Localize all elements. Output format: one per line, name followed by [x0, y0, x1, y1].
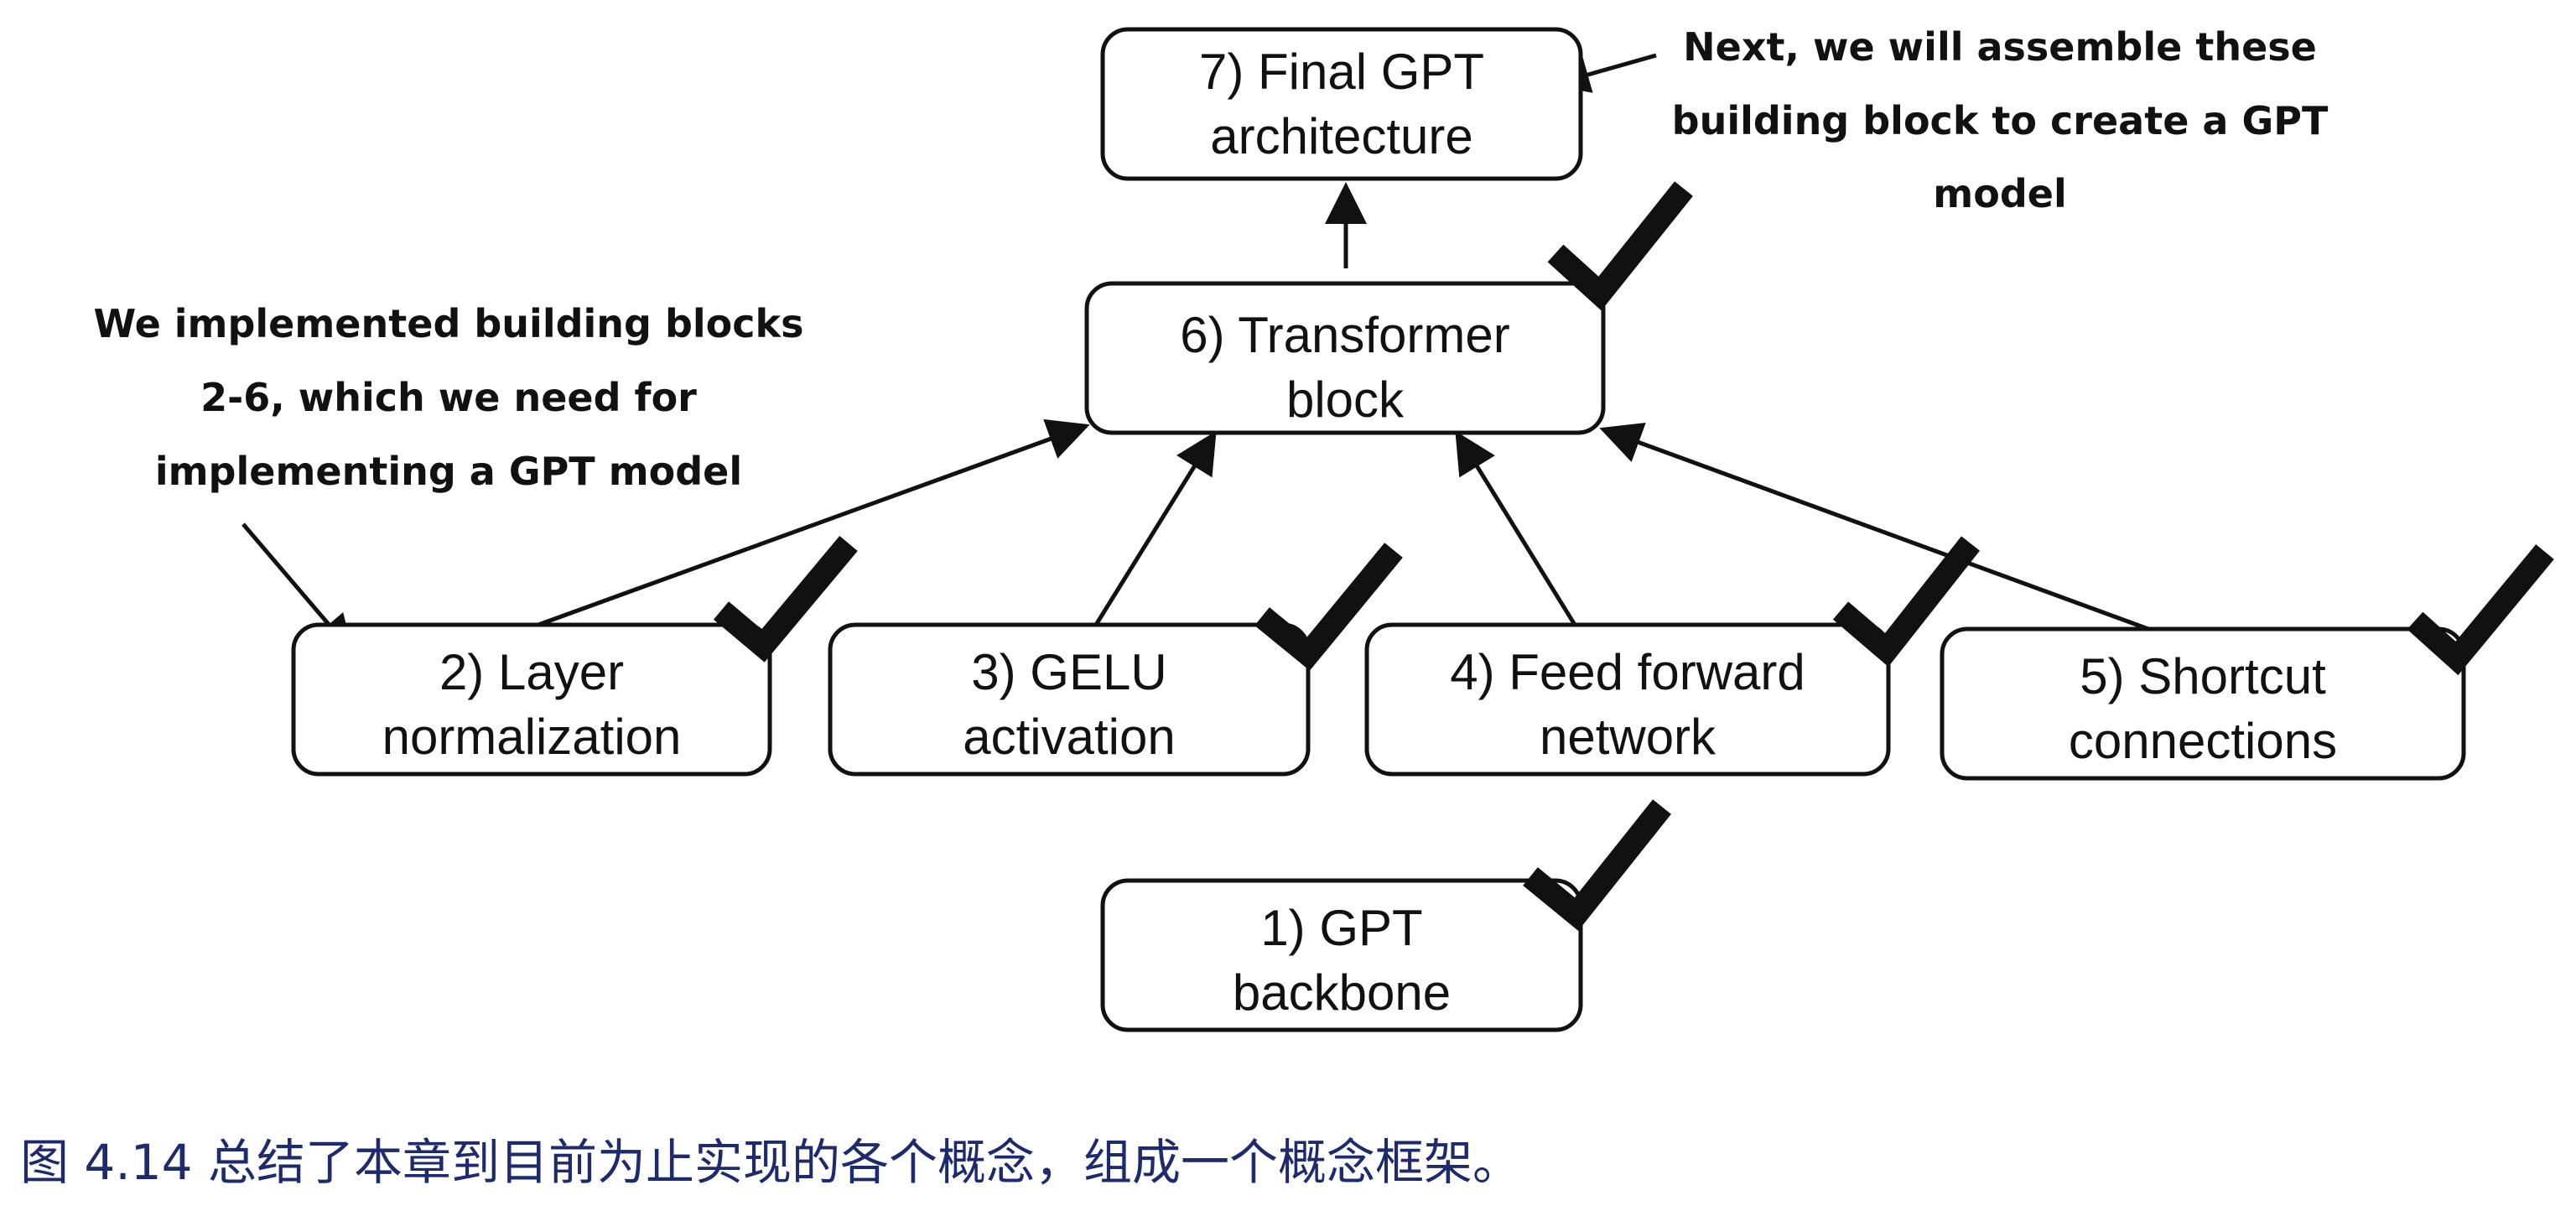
note-right-line2: building block to create a GPT	[1672, 98, 2329, 143]
node-gelu-activation: 3) GELU activation	[828, 622, 1311, 777]
node-shortcut-connections: 5) Shortcut connections	[1940, 626, 2466, 781]
checkmark-icon	[1832, 536, 1980, 668]
note-left-line3: implementing a GPT model	[155, 449, 742, 494]
note-left-line2: 2-6, which we need for	[200, 375, 697, 420]
figure-caption: 图 4.14 总结了本章到目前为止实现的各个概念，组成一个概念框架。	[20, 1129, 2351, 1196]
edges	[242, 53, 2149, 653]
note-right: Next, we will assemble these building bl…	[1672, 24, 2329, 216]
note-right-line1: Next, we will assemble these	[1683, 24, 2317, 70]
note-left: We implemented building blocks 2-6, whic…	[93, 301, 803, 494]
arrow-3-to-6	[1093, 430, 1217, 626]
node-final-gpt-architecture: 7) Final GPT architecture	[1100, 27, 1583, 181]
node-1-line2: backbone	[1233, 964, 1451, 1021]
node-gpt-backbone: 1) GPT backbone	[1100, 878, 1583, 1032]
node-3-line1: 3) GELU	[971, 644, 1166, 700]
checkmark-icon	[713, 536, 858, 663]
node-4-line1: 4) Feed forward	[1450, 644, 1805, 700]
node-feed-forward-network: 4) Feed forward network	[1364, 622, 1891, 777]
node-2-line2: normalization	[382, 709, 682, 765]
arrow-4-to-6	[1455, 430, 1577, 626]
node-7-line2: architecture	[1210, 108, 1472, 164]
checkmarks	[713, 181, 2554, 931]
node-transformer-block: 6) Transformer block	[1084, 281, 1606, 435]
node-7-line1: 7) Final GPT	[1199, 44, 1484, 100]
checkmark-icon	[1523, 799, 1671, 931]
node-6-line2: block	[1286, 372, 1405, 428]
node-3-line2: activation	[963, 709, 1175, 765]
node-layer-normalization: 2) Layer normalization	[291, 622, 772, 777]
arrow-2-to-6	[538, 418, 1090, 627]
node-5-line1: 5) Shortcut	[2080, 648, 2326, 704]
checkmark-icon	[1254, 543, 1403, 671]
checkmark-icon	[2407, 544, 2554, 676]
figure-caption-text: 图 4.14 总结了本章到目前为止实现的各个概念，组成一个概念框架。	[20, 1134, 1522, 1191]
checkmark-icon	[1547, 181, 1693, 311]
arrow-5-to-6	[1599, 422, 2149, 631]
node-2-line1: 2) Layer	[439, 644, 624, 700]
node-1-line1: 1) GPT	[1260, 900, 1422, 956]
note-right-line3: model	[1933, 171, 2066, 216]
note-left-line1: We implemented building blocks	[93, 301, 803, 346]
node-6-line1: 6) Transformer	[1180, 307, 1509, 363]
node-4-line2: network	[1540, 709, 1716, 765]
node-5-line2: connections	[2069, 713, 2337, 769]
